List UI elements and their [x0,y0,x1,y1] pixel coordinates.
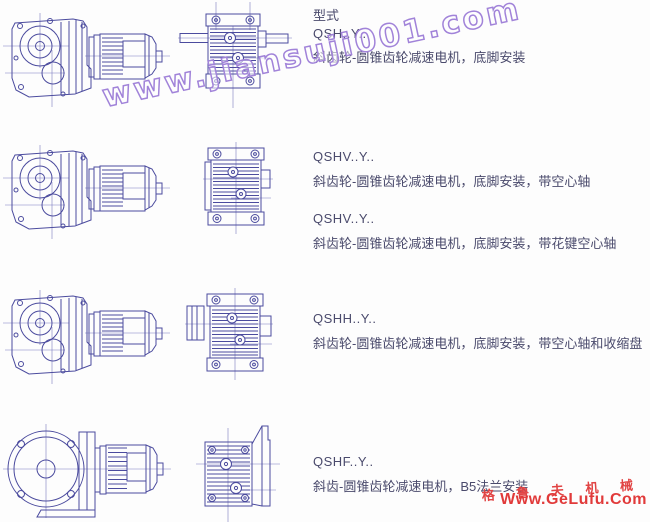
gearmotor-side-view-drawing [3,8,171,108]
model-description: 斜齿轮-圆锥齿轮减速电机，底脚安装 [313,50,526,65]
model-description: 斜齿-圆锥齿轮减速电机，B5法兰安装 [313,479,529,494]
model-description: 斜齿轮-圆锥齿轮减速电机，底脚安装，带花键空心轴 [313,236,617,251]
vendor-watermark-url: Www.GeLufu.Com [500,491,647,508]
gearmotor-front-foot-shrink-disk-drawing [185,288,273,380]
model-code: QSH..Y.. [313,26,367,41]
model-description: 斜齿轮-圆锥齿轮减速电机，底脚安装，带空心轴 [313,174,591,189]
model-code: QSHF..Y.. [313,454,374,469]
gearmotor-front-foot-solid-shaft-drawing [178,0,293,110]
model-description: 斜齿轮-圆锥齿轮减速电机，底脚安装，带空心轴和收缩盘 [313,336,643,351]
gearmotor-front-foot-hollow-shaft-drawing [203,142,273,234]
gearmotor-side-view-drawing [3,285,171,385]
gearmotor-side-view-drawing [3,140,171,240]
form-type-label: 型式 [313,8,340,23]
model-code: QSHV..Y.. [313,211,375,226]
gearmotor-flange-face-side-view-drawing [3,420,173,520]
model-code: QSHV..Y.. [313,149,375,164]
model-code: QSHH..Y.. [313,311,377,326]
gearmotor-front-b5-flange-drawing [196,420,281,522]
